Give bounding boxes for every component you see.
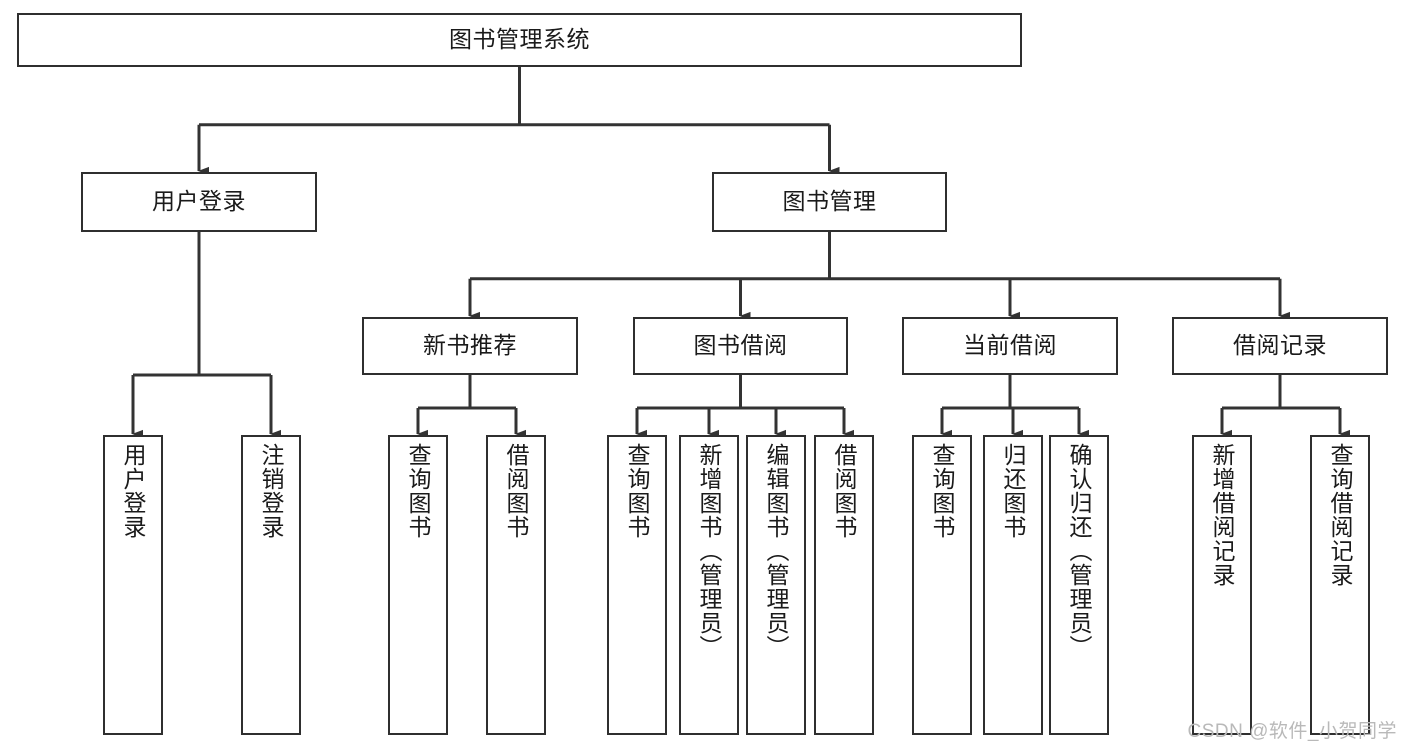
edges	[131, 67, 1350, 439]
node-leaf-add-book-label: 新增图书（管理员）	[696, 443, 723, 659]
node-leaf-borrow-book-1-label: 借阅图书	[503, 443, 530, 539]
node-current-borrow[interactable]: 当前借阅	[902, 317, 1118, 375]
node-leaf-query-record-label: 查询借阅记录	[1327, 443, 1354, 587]
node-leaf-confirm-return-label: 确认归还（管理员）	[1066, 443, 1093, 659]
node-leaf-edit-book-label: 编辑图书（管理员）	[763, 443, 790, 659]
node-leaf-user-logout[interactable]: 注销登录	[241, 435, 301, 735]
node-book-manage-label: 图书管理	[782, 188, 877, 215]
node-borrow-record-label: 借阅记录	[1233, 332, 1327, 359]
node-leaf-confirm-return[interactable]: 确认归还（管理员）	[1049, 435, 1109, 735]
node-leaf-user-logout-label: 注销登录	[258, 443, 285, 539]
csdn-watermark: CSDN @软件_小贺同学	[1187, 721, 1397, 742]
node-new-book-rec-label: 新书推荐	[423, 332, 517, 359]
node-leaf-add-record[interactable]: 新增借阅记录	[1192, 435, 1252, 735]
node-leaf-query-book-1-label: 查询图书	[405, 443, 432, 539]
node-current-borrow-label: 当前借阅	[963, 332, 1057, 359]
node-leaf-borrow-book-1[interactable]: 借阅图书	[486, 435, 546, 735]
node-leaf-user-login[interactable]: 用户登录	[103, 435, 163, 735]
node-book-borrow-label: 图书借阅	[693, 332, 788, 359]
node-leaf-query-book-3[interactable]: 查询图书	[912, 435, 972, 735]
node-book-borrow[interactable]: 图书借阅	[633, 317, 848, 375]
node-user-login[interactable]: 用户登录	[81, 172, 317, 232]
node-leaf-add-record-label: 新增借阅记录	[1209, 443, 1236, 587]
node-leaf-user-login-label: 用户登录	[120, 443, 147, 539]
node-leaf-add-book[interactable]: 新增图书（管理员）	[679, 435, 739, 735]
node-leaf-borrow-book-2[interactable]: 借阅图书	[814, 435, 874, 735]
node-leaf-query-book-3-label: 查询图书	[929, 443, 956, 539]
node-borrow-record[interactable]: 借阅记录	[1172, 317, 1388, 375]
node-book-manage[interactable]: 图书管理	[712, 172, 947, 232]
node-leaf-return-book[interactable]: 归还图书	[983, 435, 1043, 735]
node-leaf-query-book-1[interactable]: 查询图书	[388, 435, 448, 735]
node-leaf-return-book-label: 归还图书	[1000, 443, 1027, 539]
node-leaf-query-record[interactable]: 查询借阅记录	[1310, 435, 1370, 735]
node-new-book-rec[interactable]: 新书推荐	[362, 317, 578, 375]
node-root[interactable]: 图书管理系统	[17, 13, 1022, 67]
node-leaf-borrow-book-2-label: 借阅图书	[831, 443, 858, 539]
node-leaf-edit-book[interactable]: 编辑图书（管理员）	[746, 435, 806, 735]
node-user-login-label: 用户登录	[152, 188, 246, 215]
node-leaf-query-book-2[interactable]: 查询图书	[607, 435, 667, 735]
node-root-label: 图书管理系统	[449, 26, 590, 53]
node-leaf-query-book-2-label: 查询图书	[624, 443, 651, 539]
